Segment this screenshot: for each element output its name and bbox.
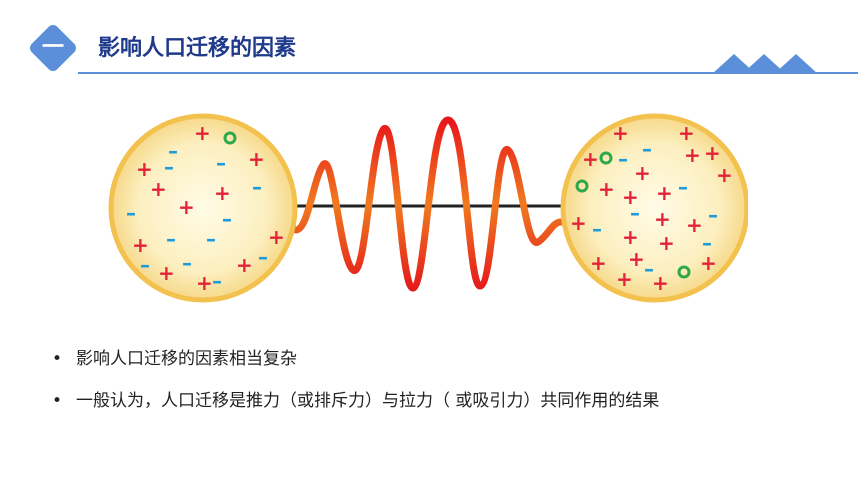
svg-text:–: – xyxy=(216,151,226,175)
svg-text:+: + xyxy=(658,231,675,255)
svg-text:+: + xyxy=(704,141,721,165)
svg-text:–: – xyxy=(252,175,262,199)
svg-text:–: – xyxy=(222,207,232,231)
title-underline xyxy=(78,72,858,74)
svg-text:+: + xyxy=(654,207,671,231)
svg-text:+: + xyxy=(622,225,639,249)
svg-text:+: + xyxy=(248,147,265,171)
svg-text:+: + xyxy=(196,271,213,295)
svg-text:+: + xyxy=(634,161,651,185)
svg-text:–: – xyxy=(140,253,150,277)
svg-text:+: + xyxy=(158,261,175,285)
list-item: 一般认为，人口迁移是推力（或排斥力）与拉力（ 或吸引力）共同作用的结果 xyxy=(52,387,659,429)
bullet-list: 影响人口迁移的因素相当复杂 一般认为，人口迁移是推力（或排斥力）与拉力（ 或吸引… xyxy=(52,345,659,429)
svg-text:–: – xyxy=(182,251,192,275)
svg-text:+: + xyxy=(268,225,285,249)
svg-text:–: – xyxy=(258,245,268,269)
svg-text:+: + xyxy=(214,181,231,205)
svg-text:+: + xyxy=(616,267,633,291)
svg-text:+: + xyxy=(686,213,703,237)
svg-text:+: + xyxy=(652,271,669,295)
svg-text:–: – xyxy=(592,217,602,241)
svg-text:–: – xyxy=(164,155,174,179)
svg-text:+: + xyxy=(622,185,639,209)
svg-text:+: + xyxy=(656,181,673,205)
svg-text:+: + xyxy=(132,233,149,257)
left-sphere xyxy=(108,113,298,303)
svg-text:+: + xyxy=(684,143,701,167)
svg-text:+: + xyxy=(628,247,645,271)
wave-spring xyxy=(292,116,567,292)
svg-text:+: + xyxy=(716,163,733,187)
mountain-decoration-icon xyxy=(712,54,818,74)
svg-text:–: – xyxy=(618,147,628,171)
push-pull-diagram: + + + + + + + + + + + – – – – – – – – – … xyxy=(108,113,748,303)
svg-text:–: – xyxy=(206,227,216,251)
svg-text:–: – xyxy=(702,231,712,255)
svg-text:+: + xyxy=(194,121,211,145)
svg-text:–: – xyxy=(708,203,718,227)
svg-text:–: – xyxy=(642,137,652,161)
svg-text:+: + xyxy=(150,177,167,201)
list-item: 影响人口迁移的因素相当复杂 xyxy=(52,345,659,387)
svg-text:–: – xyxy=(678,175,688,199)
svg-text:+: + xyxy=(612,121,629,145)
svg-text:+: + xyxy=(582,147,599,171)
section-number-badge xyxy=(30,25,76,71)
svg-text:–: – xyxy=(630,201,640,225)
svg-text:–: – xyxy=(168,139,178,163)
svg-text:+: + xyxy=(678,121,695,145)
page-title: 影响人口迁移的因素 xyxy=(98,36,297,61)
svg-text:+: + xyxy=(570,211,587,235)
section-number: 一 xyxy=(41,35,64,60)
svg-text:+: + xyxy=(598,177,615,201)
svg-text:+: + xyxy=(590,251,607,275)
left-sphere-symbols: + + + + + + + + + + + – – – – – – – – – … xyxy=(126,121,285,295)
svg-text:+: + xyxy=(136,157,153,181)
svg-text:–: – xyxy=(644,257,654,281)
right-sphere-symbols: + + + + + + + + + + + + + + + + + + + + … xyxy=(570,121,733,295)
svg-text:+: + xyxy=(178,195,195,219)
svg-text:+: + xyxy=(236,253,253,277)
svg-text:+: + xyxy=(700,251,717,275)
svg-text:–: – xyxy=(166,227,176,251)
svg-text:–: – xyxy=(212,269,222,293)
svg-text:–: – xyxy=(126,201,136,225)
